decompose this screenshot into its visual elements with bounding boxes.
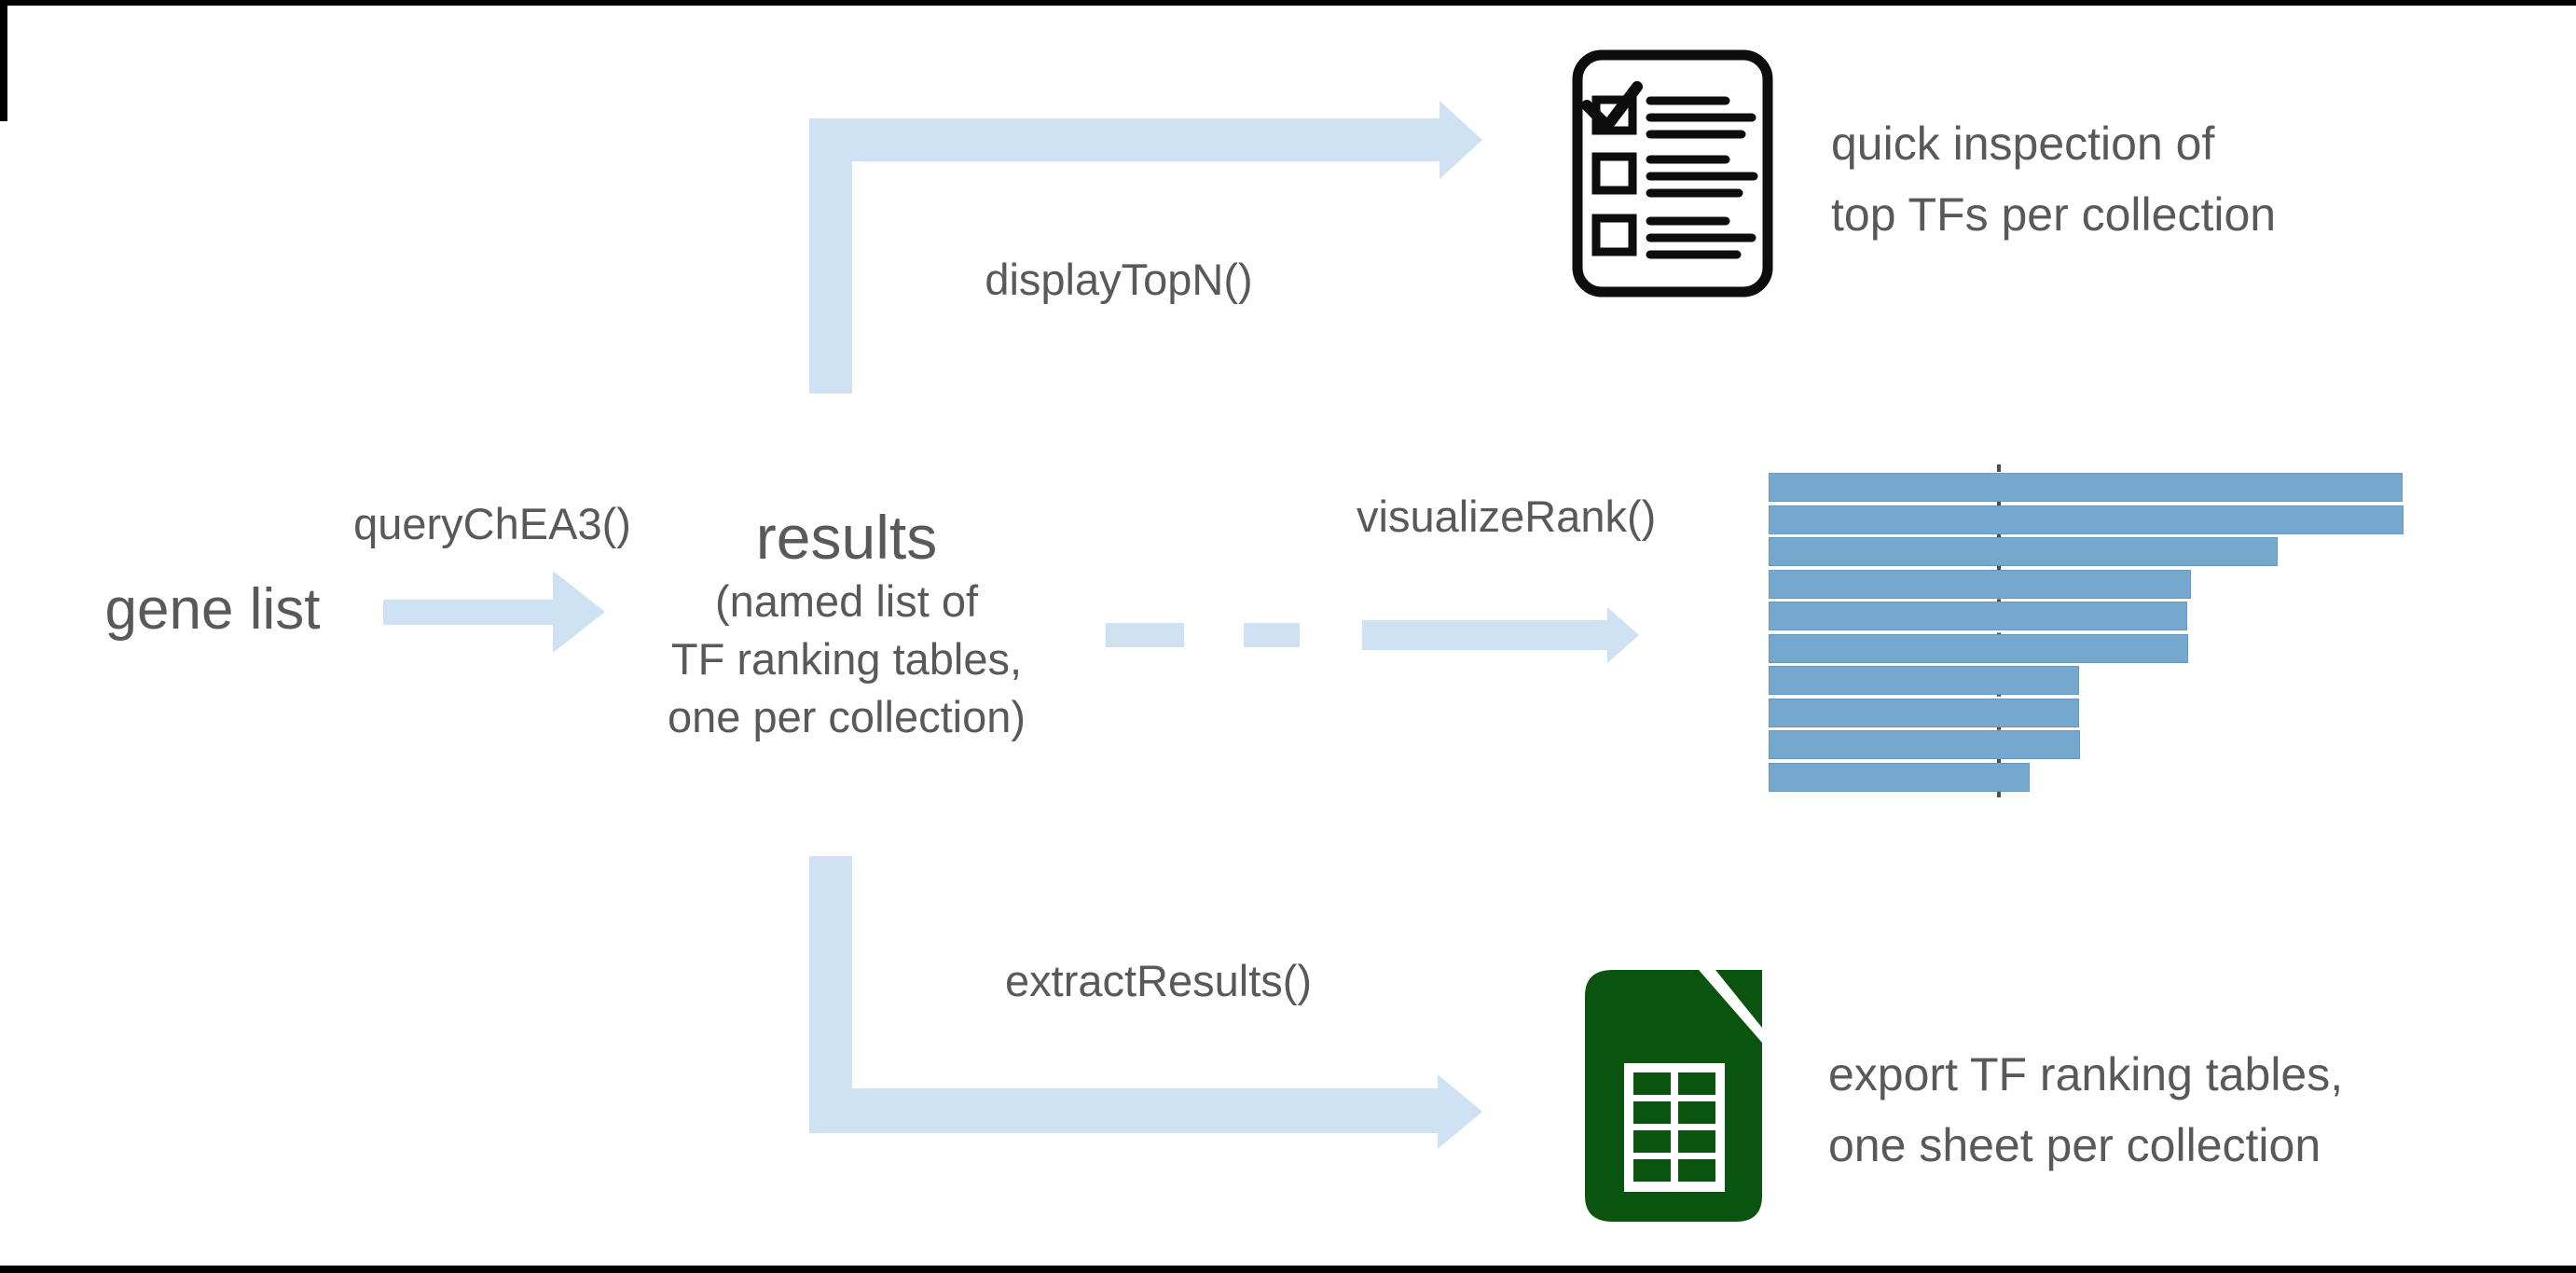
visualize-rank-function-label: visualizeRank() (1357, 491, 1657, 541)
letterbox-left (0, 0, 7, 121)
query-arrow-body (383, 600, 553, 625)
visualize-arrow-dash2 (1244, 623, 1300, 647)
rank-bar (1769, 602, 2187, 630)
display-arrow-horizontal (809, 118, 1440, 161)
rank-bar (1769, 762, 2030, 792)
rank-bar (1769, 698, 2079, 727)
query-arrow-head (553, 571, 605, 653)
results-node-title: results (755, 503, 938, 572)
export-caption-line2: one sheet per collection (1828, 1119, 2321, 1171)
visualize-arrow-body (1362, 620, 1607, 650)
export-caption-line1: export TF ranking tables, (1828, 1048, 2344, 1100)
rank-bar (1769, 473, 2403, 502)
rank-bar (1769, 633, 2188, 663)
extract-results-function-label: extractResults() (1005, 956, 1313, 1005)
tf-rank-bar-chart (1769, 464, 2404, 797)
rank-bar (1769, 537, 2278, 566)
visualize-arrow-head (1607, 607, 1639, 663)
inspect-caption-line1: quick inspection of (1831, 118, 2215, 170)
spreadsheet-icon (1585, 970, 1762, 1222)
rank-bar (1769, 569, 2191, 599)
rank-bar (1769, 666, 2079, 695)
export-caption: export TF ranking tables, one sheet per … (1828, 1039, 2343, 1181)
rank-reference-line (1997, 464, 2001, 797)
visualize-arrow-dash1 (1106, 623, 1184, 647)
results-subtitle-line1: (named list of (714, 576, 979, 626)
results-subtitle-line2: TF ranking tables, (670, 634, 1023, 684)
checklist-icon (1572, 49, 1773, 297)
letterbox-top (0, 0, 2576, 6)
extract-arrow-horizontal (809, 1088, 1438, 1133)
display-topn-function-label: displayTopN() (985, 255, 1253, 304)
results-subtitle-line3: one per collection) (667, 692, 1026, 741)
display-arrow-head (1440, 101, 1482, 179)
display-arrow-vertical (809, 118, 852, 394)
letterbox-bottom (0, 1266, 2576, 1273)
gene-list-node: gene list (104, 577, 321, 642)
rank-bar (1769, 730, 2080, 759)
query-function-label: queryChEA3() (353, 499, 631, 548)
inspect-caption-line2: top TFs per collection (1831, 188, 2277, 241)
rank-bar (1769, 505, 2404, 534)
results-node-subtitle: (named list of TF ranking tables, one pe… (613, 573, 1080, 746)
extract-arrow-head (1438, 1074, 1482, 1149)
inspect-caption: quick inspection of top TFs per collecti… (1831, 108, 2276, 250)
extract-arrow-vertical (809, 856, 852, 1133)
